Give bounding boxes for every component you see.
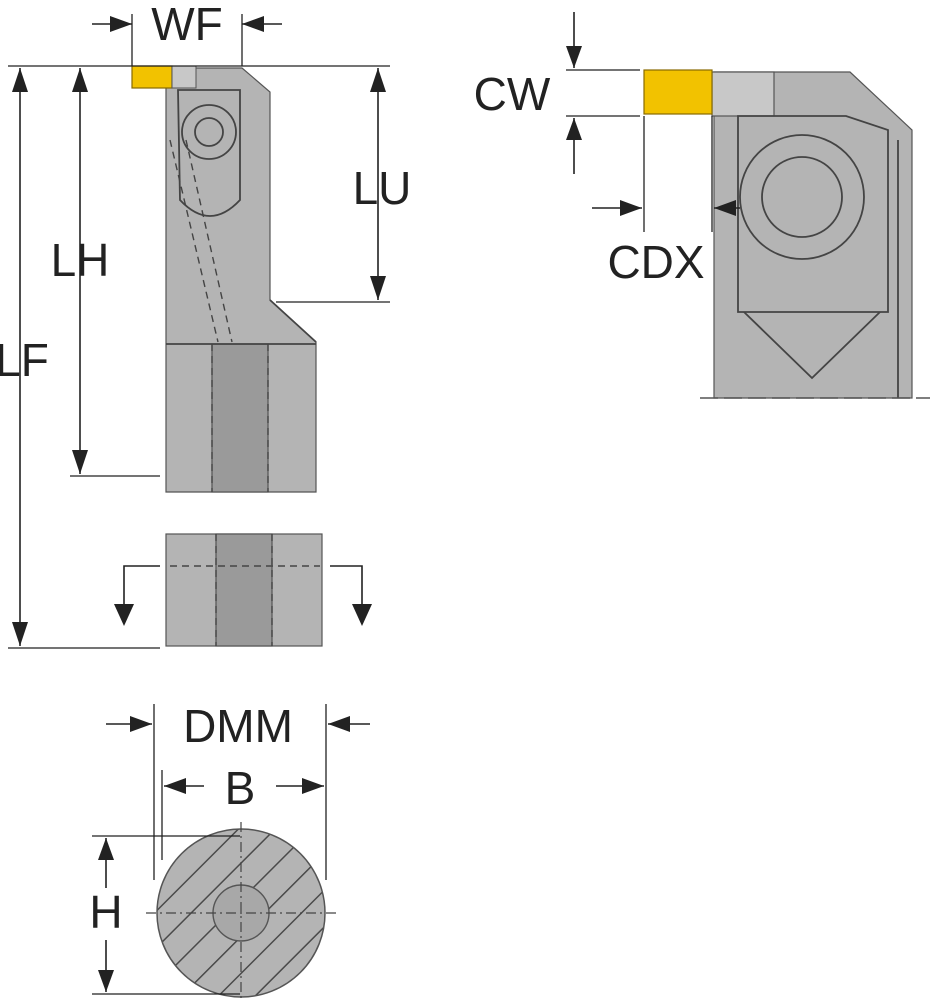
label-b: B [225, 762, 256, 814]
label-dmm: DMM [183, 700, 293, 752]
section-view-dimensions [92, 704, 370, 995]
section-view [146, 822, 340, 998]
label-lf: LF [0, 334, 49, 386]
section-marker-left [123, 565, 160, 612]
coolant-channel-hidden [169, 139, 233, 343]
side-view-dimensions [8, 14, 390, 649]
side-view [114, 65, 372, 647]
label-lu: LU [353, 162, 412, 214]
clamp-screw-inner [194, 117, 224, 147]
label-h: H [89, 886, 122, 938]
section-marker-right [330, 565, 363, 612]
insert-seat-front [711, 71, 775, 117]
head-pocket [737, 115, 889, 313]
front-view [643, 69, 930, 399]
shank-core-upper [211, 343, 269, 493]
step-line [269, 299, 317, 343]
clamp-screw-outer [181, 104, 237, 160]
shank-core-lower [215, 533, 273, 647]
label-wf: WF [151, 0, 223, 50]
section-arrow-right [352, 604, 372, 626]
section-arrow-left [114, 604, 134, 626]
screw-outer-front [739, 134, 865, 260]
insert-front [643, 69, 713, 115]
insert-seat [171, 65, 197, 89]
shank-bore-hidden [211, 344, 273, 646]
clamp-head [177, 89, 241, 217]
screw-inner-front [761, 156, 843, 238]
label-cdx: CDX [607, 236, 704, 288]
head-point [743, 311, 881, 380]
insert-side [131, 65, 173, 89]
label-cw: CW [474, 68, 551, 120]
front-view-dimensions [566, 12, 740, 232]
label-lh: LH [51, 234, 110, 286]
